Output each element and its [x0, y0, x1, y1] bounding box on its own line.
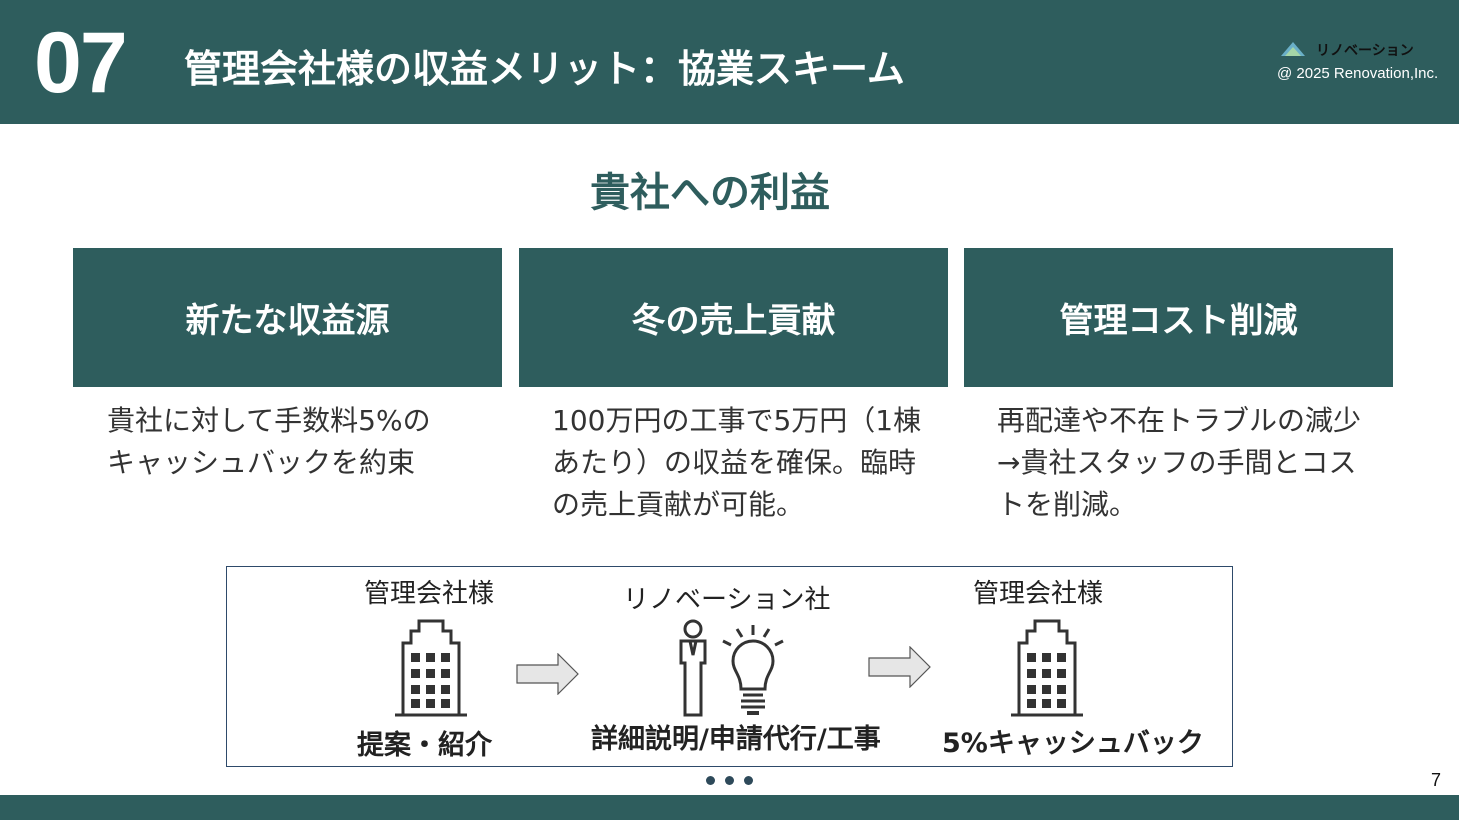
building-icon — [395, 619, 467, 717]
step-top-label: 管理会社様 — [973, 579, 1104, 609]
arrow-right-icon — [516, 653, 579, 695]
arrow-right-icon — [868, 646, 931, 688]
step-bottom-label: 詳細説明/申請代行/工事 — [591, 724, 881, 755]
copyright: @ 2025 Renovation,Inc. — [1277, 65, 1439, 82]
card-new-revenue: 新たな収益源 — [73, 248, 502, 387]
card-description: 貴社に対して手数料5%のキャッシュバックを約束 — [107, 404, 431, 479]
section-subtitle: 貴社への利益 — [590, 170, 830, 216]
logo-text: リノベーション — [1316, 43, 1414, 59]
slide-header: 07 管理会社様の収益メリット：協業スキーム リノベーション @ 2025 Re… — [0, 0, 1459, 124]
step-top-label: 管理会社様 — [364, 579, 495, 609]
slide-footer — [0, 795, 1459, 820]
card-description: 再配達や不在トラブルの減少→貴社スタッフの手間とコストを削減。 — [997, 404, 1362, 521]
card-winter-sales: 冬の売上貢献 — [519, 248, 948, 387]
person-lightbulb-icon — [679, 619, 784, 717]
card-cost-reduction: 管理コスト削減 — [964, 248, 1393, 387]
logo-icon — [1281, 42, 1305, 56]
pagination-dots — [706, 776, 753, 785]
slide-title: 管理会社様の収益メリット：協業スキーム — [184, 47, 905, 91]
flow-diagram: 管理会社様 提案・紹介 リノベーション社 詳細説明/申請代行/工事 管理会社様 … — [226, 566, 1233, 767]
card-description: 100万円の工事で5万円（1棟あたり）の収益を確保。臨時の売上貢献が可能。 — [552, 404, 922, 521]
building-icon — [1011, 619, 1083, 717]
card-title: 冬の売上貢献 — [631, 301, 836, 341]
section-number: 07 — [34, 15, 128, 111]
step-top-label: リノベーション社 — [623, 585, 831, 615]
card-title: 新たな収益源 — [185, 301, 390, 341]
card-title: 管理コスト削減 — [1059, 301, 1298, 341]
page-number: 7 — [1431, 770, 1442, 790]
step-bottom-label: 提案・紹介 — [357, 730, 492, 761]
step-bottom-label: 5%キャッシュバック — [942, 728, 1204, 759]
